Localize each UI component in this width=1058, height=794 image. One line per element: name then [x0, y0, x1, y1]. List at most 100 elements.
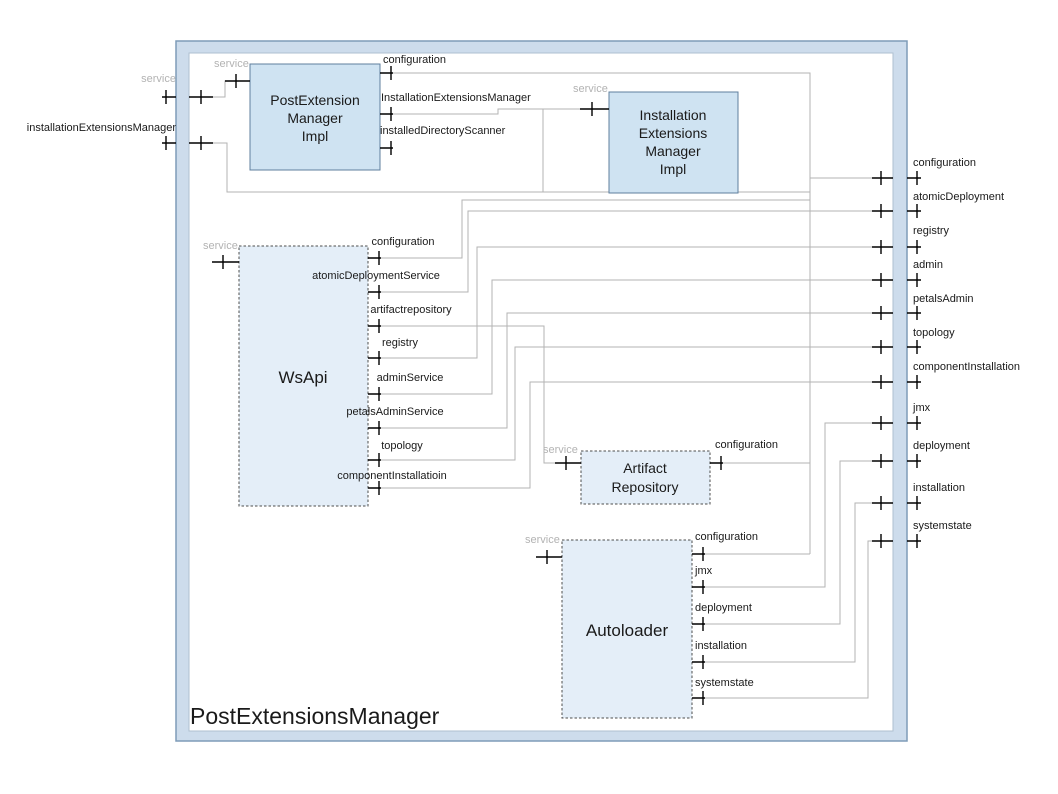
frame-port-systemstate-label: systemstate	[913, 520, 972, 532]
artifactrepository-box[interactable]	[580, 450, 711, 505]
postextensionmanagerimpl-name-line2: Manager	[287, 110, 343, 126]
autoloader-service-port-icon[interactable]	[536, 550, 562, 564]
autoloader-name: Autoloader	[586, 621, 669, 640]
autoloader-port-systemstate-label: systemstate	[695, 677, 754, 689]
postextensionmanagerimpl-service-label: service	[214, 58, 249, 70]
component-postextensionmanagerimpl[interactable]: PostExtension Manager Impl service confi…	[214, 54, 531, 171]
pemimpl-port-installeddirectoryscanner-label: installedDirectoryScanner	[380, 125, 506, 137]
wsapi-port-configuration-icon[interactable]	[368, 251, 381, 265]
autoloader-port-installation-icon[interactable]	[692, 655, 705, 669]
wire-wsapi-petalsadmin	[381, 312, 872, 429]
frame-port-service-inner-icon[interactable]	[189, 90, 213, 104]
pemimpl-port-configuration-icon[interactable]	[380, 66, 393, 80]
wire-autoloader-deployment	[705, 460, 872, 625]
wsapi-port-topology-label: topology	[381, 440, 423, 452]
frame-port-deployment[interactable]: deployment	[872, 440, 970, 468]
wsapi-port-artifactrepository-label: artifactrepository	[370, 304, 452, 316]
autoloader-service-label: service	[525, 534, 560, 546]
autoloader-port-deployment-icon[interactable]	[692, 617, 705, 631]
frame-port-jmx[interactable]: jmx	[872, 402, 931, 430]
wsapi-port-adminservice-label: adminService	[377, 372, 444, 384]
wsapi-port-configuration-label: configuration	[372, 236, 435, 248]
frame-port-registry[interactable]: registry	[872, 225, 950, 254]
frame-port-iem-inner-icon[interactable]	[189, 136, 213, 150]
frame-port-installation-label: installation	[913, 482, 965, 494]
frame-port-topology-icon[interactable]	[872, 340, 921, 354]
artifactrepository-service-port-icon[interactable]	[555, 456, 581, 470]
wsapi-port-petalsadminservice-icon[interactable]	[368, 421, 381, 435]
wsapi-port-atomicdeploymentservice-icon[interactable]	[368, 285, 381, 299]
frame-port-systemstate-icon[interactable]	[872, 534, 921, 548]
component-wsapi[interactable]: WsApi service configuration atomicDeploy…	[203, 236, 452, 507]
frame-port-atomicdeployment[interactable]: atomicDeployment	[872, 191, 1004, 218]
pemimpl-port-iem-label: InstallationExtensionsManager	[381, 92, 531, 104]
wsapi-port-componentinstallatioin-label: componentInstallatioin	[337, 470, 446, 482]
frame-port-iem-outer-icon[interactable]	[162, 136, 176, 150]
iemimpl-name-line4: Impl	[660, 161, 686, 177]
postextensionmanagerimpl-box[interactable]	[249, 63, 381, 171]
autoloader-port-configuration-icon[interactable]	[692, 547, 705, 561]
frame-title: PostExtensionsManager	[190, 703, 440, 729]
wires	[213, 72, 872, 699]
wire-pemimpl-configuration	[393, 72, 872, 179]
frame-port-service[interactable]: service	[141, 73, 213, 104]
frame-port-componentinstallation-label: componentInstallation	[913, 361, 1020, 373]
wire-wsapi-componentinstallation	[381, 381, 872, 489]
wire-wsapi-configuration	[381, 199, 810, 259]
frame-port-admin-icon[interactable]	[872, 273, 921, 287]
autoloader-port-jmx-icon[interactable]	[692, 580, 705, 594]
pemimpl-port-installeddirectoryscanner-icon[interactable]	[380, 141, 393, 155]
artifactrepository-name-line1: Artifact	[623, 460, 667, 476]
wsapi-box[interactable]	[238, 245, 369, 507]
wsapi-port-atomicdeploymentservice-label: atomicDeploymentService	[312, 270, 440, 282]
frame-port-petalsadmin-label: petalsAdmin	[913, 293, 974, 305]
frame-port-topology[interactable]: topology	[872, 327, 955, 354]
autoloader-port-jmx-label: jmx	[694, 565, 713, 577]
frame-port-registry-icon[interactable]	[872, 240, 921, 254]
frame-port-componentinstallation-icon[interactable]	[872, 375, 921, 389]
frame-port-admin[interactable]: admin	[872, 259, 943, 287]
frame-port-atomicdeployment-icon[interactable]	[872, 204, 921, 218]
autoloader-port-configuration-label: configuration	[695, 531, 758, 543]
wsapi-port-topology-icon[interactable]	[368, 453, 381, 467]
frame-port-service-label: service	[141, 73, 176, 85]
frame-port-service-outer-icon[interactable]	[162, 90, 176, 104]
iemimpl-service-label: service	[573, 83, 608, 95]
wsapi-service-port-icon[interactable]	[212, 255, 239, 269]
frame-port-petalsadmin[interactable]: petalsAdmin	[872, 293, 974, 320]
wsapi-port-petalsadminservice-label: petalsAdminService	[346, 406, 443, 418]
frame-port-configuration[interactable]: configuration	[872, 157, 976, 185]
frame-port-systemstate[interactable]: systemstate	[872, 520, 972, 548]
wsapi-name: WsApi	[278, 368, 327, 387]
iemimpl-name-line3: Manager	[645, 143, 701, 159]
frame-port-installation[interactable]: installation	[872, 482, 965, 510]
frame-port-installationextensionsmanager[interactable]: installationExtensionsManager	[27, 122, 213, 150]
iemimpl-service-port-icon[interactable]	[580, 102, 609, 116]
component-autoloader[interactable]: Autoloader service configuration jmx dep…	[525, 531, 758, 719]
wsapi-port-componentinstallatioin-icon[interactable]	[368, 481, 381, 495]
frame-port-componentinstallation[interactable]: componentInstallation	[872, 361, 1020, 389]
wsapi-port-registry-icon[interactable]	[368, 351, 381, 365]
frame-port-installation-icon[interactable]	[872, 496, 921, 510]
wsapi-port-adminservice-icon[interactable]	[368, 387, 381, 401]
artifactrepository-port-configuration-icon[interactable]	[710, 456, 723, 470]
pemimpl-port-iem-icon[interactable]	[380, 107, 393, 121]
frame-port-petalsadmin-icon[interactable]	[872, 306, 921, 320]
frame-port-iem-label: installationExtensionsManager	[27, 122, 177, 134]
frame-port-configuration-icon[interactable]	[872, 171, 921, 185]
frame-port-admin-label: admin	[913, 259, 943, 271]
autoloader-port-installation-label: installation	[695, 640, 747, 652]
component-installationextensionsmanagerimpl[interactable]: Installation Extensions Manager Impl ser…	[573, 83, 739, 194]
wire-wsapi-topology	[381, 346, 872, 461]
autoloader-port-systemstate-icon[interactable]	[692, 691, 705, 705]
iemimpl-box[interactable]	[608, 91, 739, 194]
wire-pemimpl-iem-to-iemimpl-service	[393, 108, 580, 115]
component-artifactrepository[interactable]: Artifact Repository service configuratio…	[543, 439, 778, 505]
autoloader-box[interactable]	[561, 539, 693, 719]
frame-port-deployment-label: deployment	[913, 440, 970, 452]
postextensionmanagerimpl-service-port-icon[interactable]	[225, 74, 250, 88]
wsapi-port-artifactrepository-icon[interactable]	[368, 319, 381, 333]
frame-port-deployment-icon[interactable]	[872, 454, 921, 468]
frame-port-jmx-icon[interactable]	[872, 416, 921, 430]
